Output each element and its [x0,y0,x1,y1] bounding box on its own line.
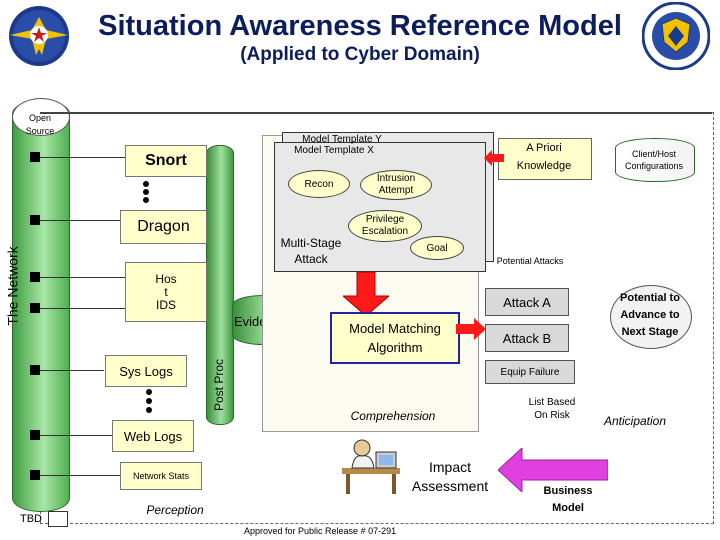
model-matching-box: Model Matching Algorithm [330,312,460,364]
dragon-box: Dragon [120,210,207,244]
link-line [40,370,104,371]
link-line [40,277,140,278]
privilege-label: Privilege Escalation [361,214,409,237]
page-title: Situation Awareness Reference Model [98,10,622,42]
right-emblem [641,1,711,71]
sys-logs-box: Sys Logs [105,355,187,387]
ellipsis-dots [145,388,153,414]
tbd-box [48,511,68,527]
attack-a-box: Attack A [485,288,569,316]
intrusion-node: Intrusion Attempt [360,170,432,200]
snort-box: Snort [125,145,207,177]
connector [30,470,40,480]
intrusion-label: Intrusion Attempt [376,173,416,196]
connector [30,430,40,440]
link-line [40,475,120,476]
network-bus [12,100,70,512]
model-matching-label: Model Matching Algorithm [349,321,441,355]
analyst-icon [340,438,402,496]
link-line [40,308,140,309]
anticipation-label: Anticipation [603,414,667,428]
comprehension-label: Comprehension [350,409,436,423]
connector [30,303,40,313]
template-to-matching-arrow [341,271,391,317]
impact-label: Impact Assessment [411,459,489,494]
matching-to-attacks-arrow [456,318,486,340]
recon-node: Recon [288,170,350,198]
network-stats-label: Network Stats [132,471,190,481]
post-proc-label: Post Proc [212,358,227,412]
a-priori-box [498,138,592,180]
dragon-label: Dragon [137,218,190,235]
link-line [40,157,136,158]
template-y-label: Model Template Y [302,134,382,145]
host-ids-label: Hos t IDS [155,271,177,312]
open-source-cap [12,98,70,136]
attack-a-label: Attack A [503,294,551,310]
ellipsis-dots [142,180,150,204]
snort-label: Snort [145,152,187,169]
attack-b-box: Attack B [485,324,569,352]
list-based-label: List Based On Risk [528,397,576,421]
tbd-label: TBD [20,513,42,525]
web-logs-box: Web Logs [112,420,194,452]
open-source-label: Open Source [25,113,55,136]
client-host-cylinder [615,138,695,182]
approval-note: Approved for Public Release # 07-291 [244,526,397,536]
sys-logs-label: Sys Logs [119,363,173,379]
multistage-label: Multi-Stage Attack [280,236,342,266]
left-emblem [8,5,70,67]
link-line [40,435,114,436]
network-stats-box: Network Stats [120,462,202,490]
connector [30,365,40,375]
page-subtitle: (Applied to Cyber Domain) [240,44,480,65]
goal-label: Goal [426,242,448,254]
potential-advance-oval [610,285,692,349]
link-line [40,220,126,221]
web-logs-label: Web Logs [123,428,183,444]
client-host-label: Client/Host Configurations [624,149,684,171]
recon-label: Recon [304,178,334,190]
potential-advance-label: Potential to Advance to Next Stage [620,292,680,338]
host-ids-box: Hos t IDS [125,262,207,322]
goal-node: Goal [410,236,464,260]
top-bus-line [40,112,712,114]
template-x-label: Model Template X [294,145,374,156]
connector [30,272,40,282]
equip-failure-box: Equip Failure [485,360,575,384]
privilege-node: Privilege Escalation [348,210,422,242]
network-label: The Network [4,246,21,326]
potential-attacks-label: Potential Attacks [496,256,564,266]
connector [30,215,40,225]
attack-b-label: Attack B [502,330,552,346]
connector [30,152,40,162]
equip-failure-label: Equip Failure [500,366,560,378]
perception-label: Perception [146,503,204,517]
business-model-label: Business Model [543,485,593,514]
a-priori-label: A Priori Knowledge [516,142,572,172]
a-priori-arrow [484,150,504,166]
